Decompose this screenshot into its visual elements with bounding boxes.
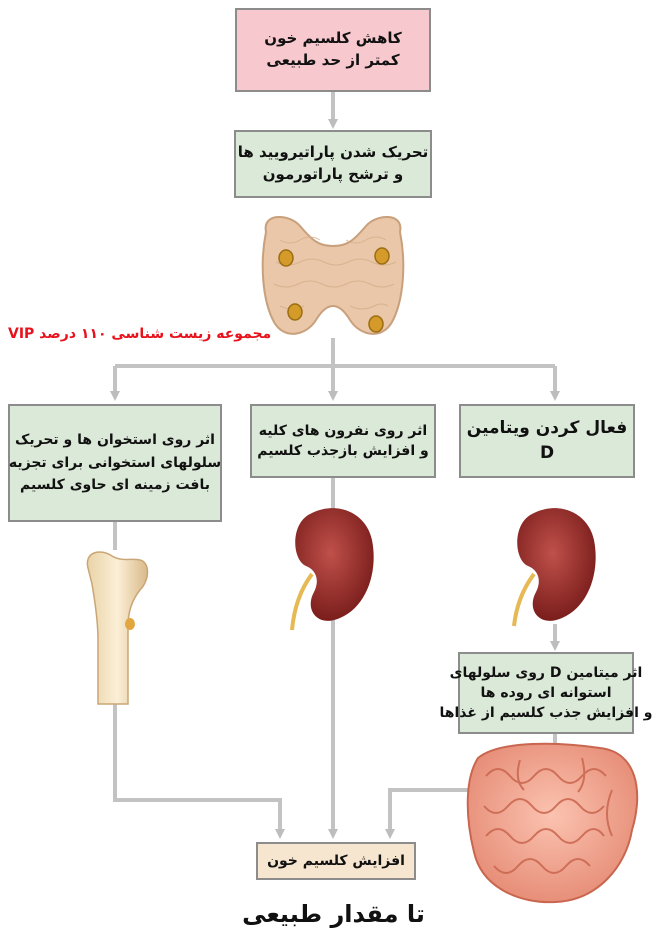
vitd-line2: D: [540, 441, 554, 466]
final-box-label: افزایش کلسیم خون: [267, 851, 405, 871]
kidney-line1: اثر روی نفرون های کلیه: [259, 421, 427, 441]
low-blood-calcium-box: کاهش کلسیم خون کمتر از حد طبیعی: [235, 8, 431, 92]
parathyroid-dot-1: [279, 250, 293, 266]
bone-line2: سلولهای استخوانی برای تجزیه: [9, 452, 221, 474]
parathyroid-line2: و ترشح پاراتورمون: [263, 164, 404, 186]
bone-effect-box: اثر روی استخوان ها و تحریک سلولهای استخو…: [8, 404, 222, 522]
kidney-icon: [292, 508, 374, 630]
kidney-effect-box: اثر روی نفرون های کلیه و افزایش بازجذب ک…: [250, 404, 436, 478]
vitamin-d-activation-box: فعال کردن ویتامین D: [459, 404, 635, 478]
normal-level-caption: تا مقدار طبیعی: [0, 900, 667, 928]
kidney-icon-vitamin-d: [514, 508, 596, 626]
kidney-line2: و افزایش بازجذب کلسیم: [257, 441, 428, 461]
bone-line1: اثر روی استخوان ها و تحریک: [15, 429, 215, 451]
bone-line3: بافت زمینه ای حاوی کلسیم: [20, 474, 210, 496]
parathyroid-line1: تحریک شدن پاراتیرویید ها: [238, 142, 429, 164]
thyroid-gland-icon: [263, 217, 404, 334]
line-intestine-to-final: [390, 790, 470, 834]
parathyroid-dot-3: [288, 304, 302, 320]
intestine-icon: [468, 744, 637, 902]
watermark-label: مجموعه زیست شناسی ۱۱۰ درصد VIP: [8, 326, 271, 342]
low-blood-calcium-line2: کمتر از حد طبیعی: [266, 50, 399, 72]
vitd-effect-line1: اثر میتامین D روی سلولهای: [450, 663, 643, 683]
vitd-line1: فعال کردن ویتامین: [467, 416, 627, 441]
low-blood-calcium-line1: کاهش کلسیم خون: [264, 28, 401, 50]
vitd-effect-line3: و افزایش جذب کلسیم از غذاها: [440, 703, 653, 723]
vitd-effect-line2: استوانه ای روده ها: [480, 683, 611, 703]
parathyroid-dot-4: [369, 316, 383, 332]
blood-calcium-increase-box: افزایش کلسیم خون: [256, 842, 416, 880]
parathyroid-stimulation-box: تحریک شدن پاراتیرویید ها و ترشح پاراتورم…: [234, 130, 432, 198]
vitamin-d-intestine-effect-box: اثر میتامین D روی سلولهای استوانه ای رود…: [458, 652, 634, 734]
parathyroid-dot-2: [375, 248, 389, 264]
femur-bone-icon: [87, 552, 147, 704]
line-bone-bottom-to-final: [115, 700, 280, 834]
